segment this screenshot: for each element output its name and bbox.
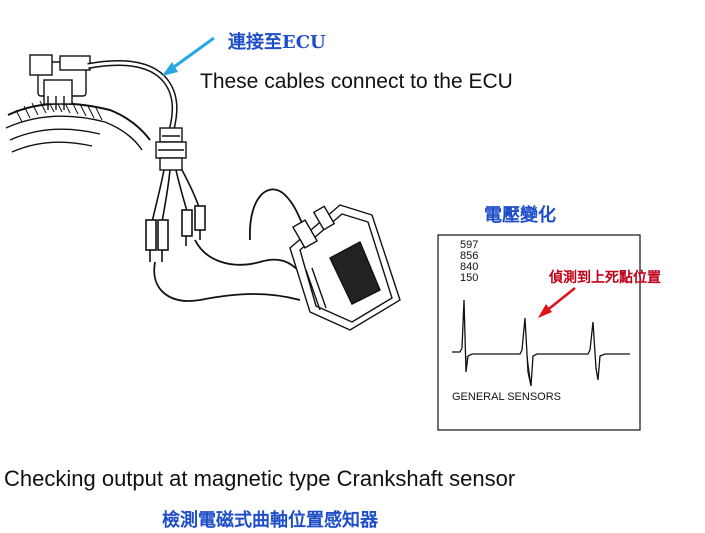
blue-arrow [162, 36, 215, 76]
ecu-label-en: These cables connect to the ECU [200, 70, 513, 93]
scope-footer: GENERAL SENSORS [452, 391, 562, 403]
breakout-connector [155, 127, 187, 171]
multimeter-illustration [289, 204, 401, 331]
caption-zh: 檢測電磁式曲軸位置感知器 [162, 510, 378, 531]
tdc-label-zh: 偵測到上死點位置 [549, 270, 661, 286]
scope-value-1: 597 [460, 239, 479, 251]
scope-trace-edge [465, 355, 532, 387]
ecu-label-zh: 連接至ECU [228, 32, 326, 53]
scope-value-4: 150 [460, 272, 479, 284]
meter-lead [249, 188, 304, 241]
test-leads [145, 169, 301, 302]
ecu-cable [87, 59, 178, 129]
scope-value-3: 840 [460, 261, 479, 273]
scope-value-2: 856 [460, 250, 479, 262]
red-arrow [538, 287, 576, 318]
scope-panel [437, 234, 641, 431]
scope-waveform [452, 299, 630, 387]
crankshaft-sensor-illustration [5, 54, 151, 153]
caption-en: Checking output at magnetic type Cranksh… [4, 466, 516, 491]
voltage-label-zh: 電壓變化 [484, 205, 556, 226]
